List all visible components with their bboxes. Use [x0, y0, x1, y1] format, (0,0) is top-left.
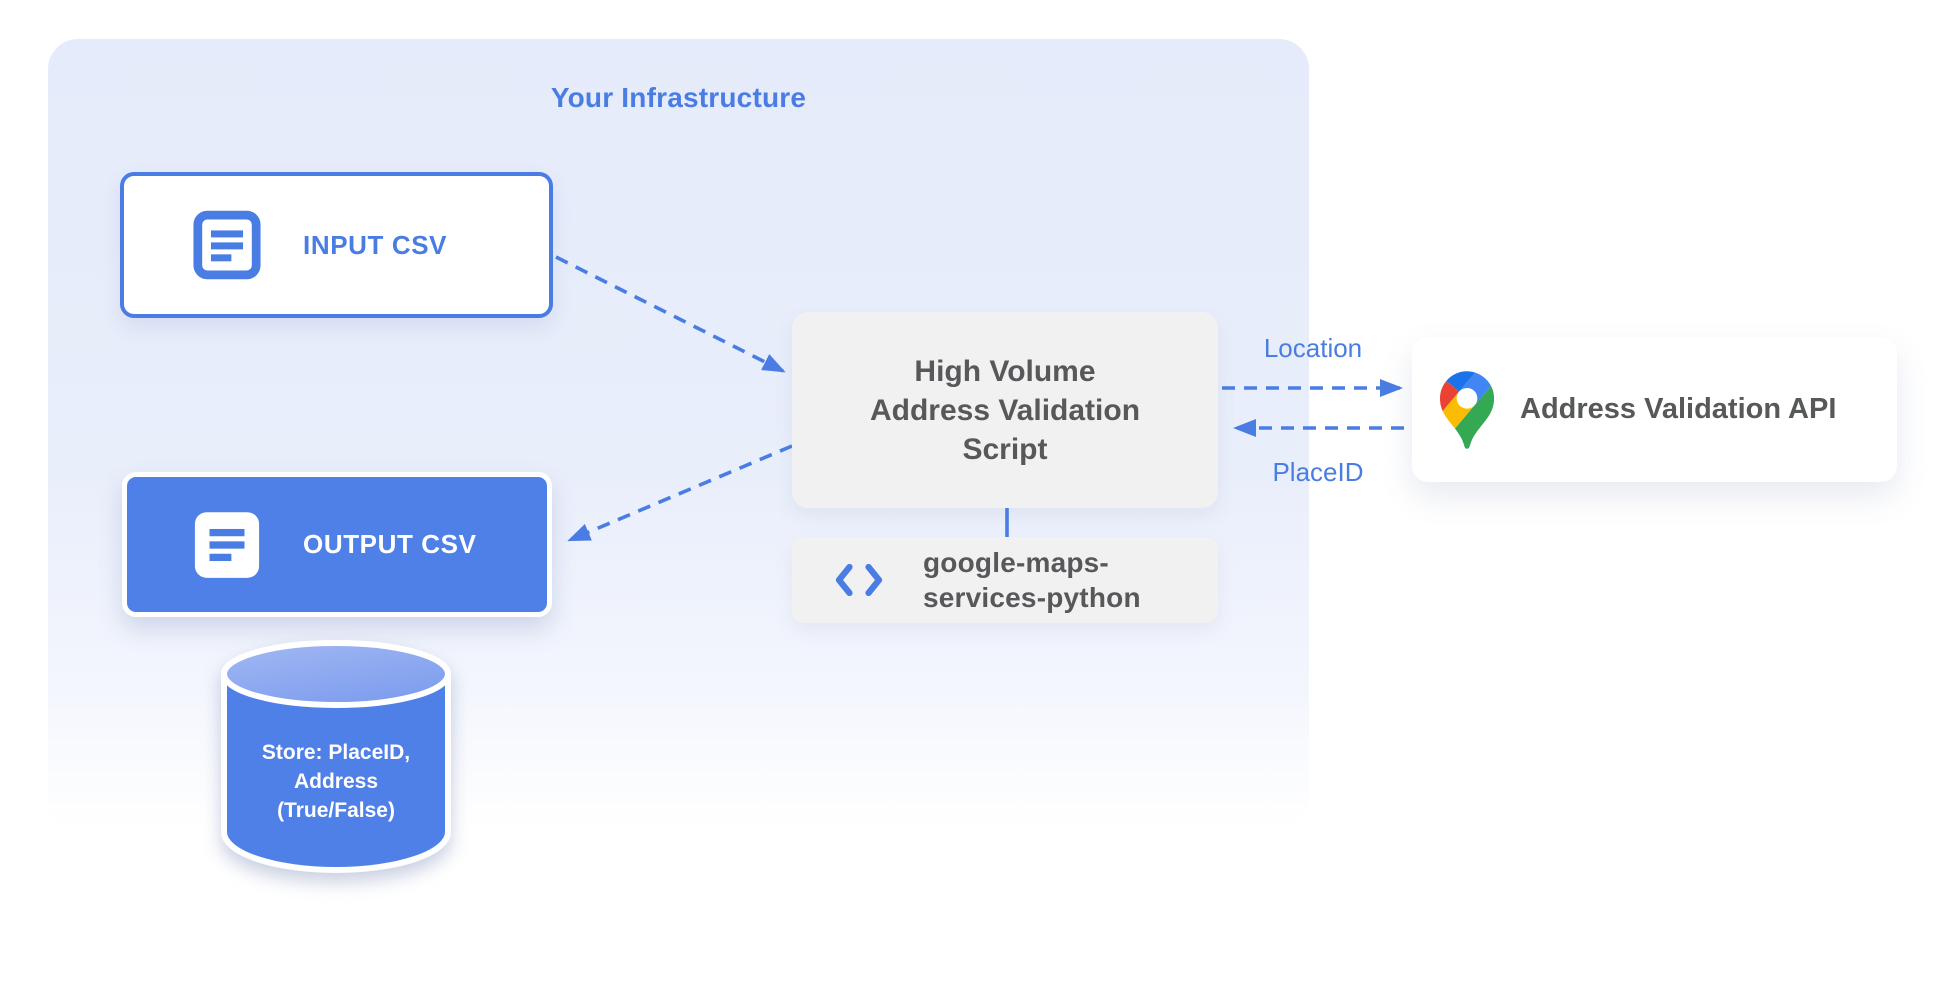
validation-script-label: High Volume Address Validation Script — [869, 354, 1141, 466]
location-edge-label: Location — [1263, 333, 1363, 363]
validation-script-node: High Volume Address Validation Script — [792, 312, 1218, 508]
infrastructure-title: Your Infrastructure — [550, 82, 807, 113]
database-label: Store: PlaceID, Address (True/False) — [261, 741, 411, 822]
address-validation-api-node: Address Validation API — [1412, 337, 1897, 482]
document-icon — [194, 511, 260, 578]
library-label: google-maps- services-python — [923, 547, 1141, 613]
database-cylinder-shape — [221, 640, 451, 873]
code-icon — [835, 564, 883, 596]
placeid-edge-label: PlaceID — [1272, 457, 1364, 487]
output-csv-label: OUTPUT CSV — [303, 529, 477, 559]
address-validation-api-label: Address Validation API — [1520, 393, 1837, 425]
database-cylinder: Store: PlaceID, Address (True/False) — [216, 636, 456, 881]
google-maps-pin-icon — [1440, 370, 1494, 449]
input-csv-label: INPUT CSV — [303, 229, 448, 260]
document-icon — [193, 210, 261, 280]
input-csv-node: INPUT CSV — [120, 172, 553, 318]
library-node: google-maps- services-python — [792, 537, 1218, 623]
output-csv-node: OUTPUT CSV — [122, 472, 552, 617]
